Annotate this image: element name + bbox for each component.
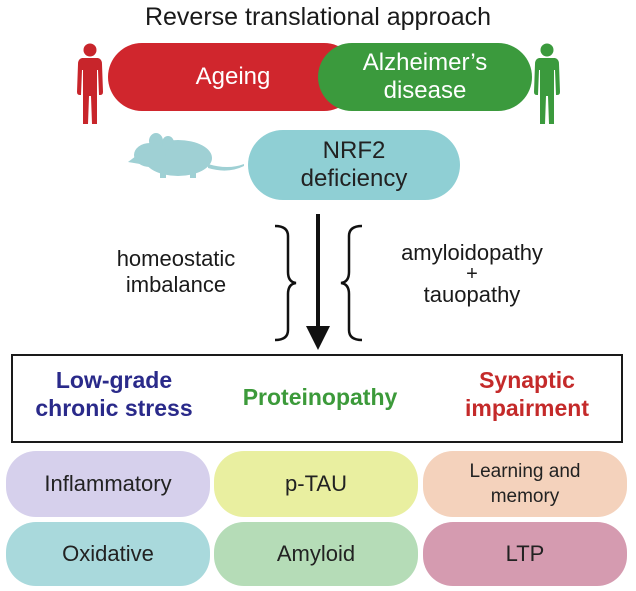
left-bracket [274,224,297,342]
ageing-pill: Ageing [108,43,358,111]
green-human-figure-icon [534,43,560,124]
category-box [11,354,623,443]
homeostatic-line2: imbalance [125,272,227,297]
diagram-title: Reverse translational approach [144,3,492,31]
mouse-icon [128,133,244,178]
red-human-figure-icon [77,43,103,124]
nrf2-label-line2: deficiency [300,165,408,192]
learning-line1: Learning and [469,461,581,482]
inflammatory-label: Inflammatory [44,471,172,496]
synaptic-line2: impairment [465,395,589,421]
amyloidopathy-line1: amyloidopathy [401,240,543,265]
tauopathy-line2: tauopathy [423,282,521,307]
amyloid-label: Amyloid [276,541,356,566]
homeostatic-imbalance-label: homeostatic imbalance [76,246,276,298]
stress-line1: Low-grade [55,367,173,393]
nrf2-deficiency-pill: NRF2 deficiency [248,130,460,200]
category-synaptic-impairment: Synaptic impairment [438,366,616,422]
homeostatic-line1: homeostatic [116,246,236,271]
alzheimers-label: Alzheimer’s disease [363,49,488,105]
nrf2-label: NRF2 deficiency [301,137,408,193]
learning-memory-label: Learning and memory [470,459,581,509]
learning-line2: memory [490,486,560,507]
plus-sign: + [466,263,478,285]
alzheimers-pill: Alzheimer’s disease [318,43,532,111]
nrf2-label-line1: NRF2 [322,137,386,164]
alzheimers-label-line2: disease [383,77,467,104]
ageing-label: Ageing [195,63,271,90]
learning-memory-pill: Learning and memory [423,451,627,517]
category-proteinopathy: Proteinopathy [242,384,398,410]
ptau-pill: p-TAU [214,451,418,517]
oxidative-pill: Oxidative [6,522,210,586]
synaptic-line1: Synaptic [479,367,575,393]
inflammatory-pill: Inflammatory [6,451,210,517]
amyloid-pill: Amyloid [214,522,418,586]
alzheimers-label-line1: Alzheimer’s [362,49,488,76]
amyloidopathy-tauopathy-label: amyloidopathy + tauopathy [362,240,582,308]
ltp-label: LTP [505,541,545,566]
down-arrow-icon [306,214,330,350]
right-bracket [340,224,363,342]
ptau-label: p-TAU [285,471,347,496]
oxidative-label: Oxidative [62,541,154,566]
ltp-pill: LTP [423,522,627,586]
category-low-grade-chronic-stress: Low-grade chronic stress [14,366,214,422]
stress-line2: chronic stress [35,395,193,421]
